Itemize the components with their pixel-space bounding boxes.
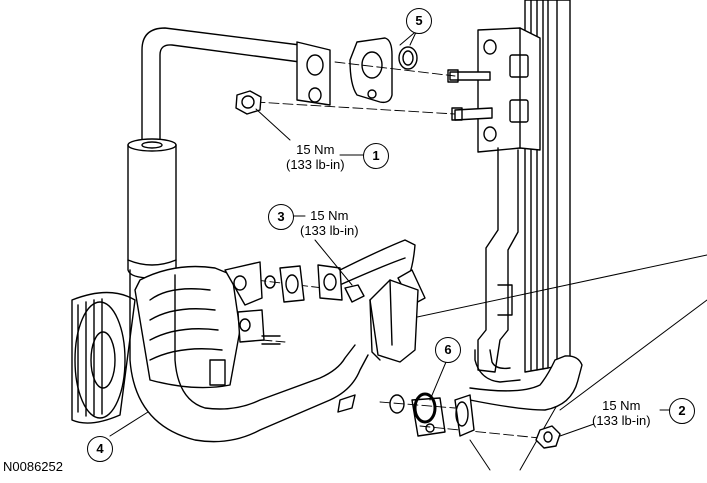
torque-1-nm: 15 Nm <box>296 142 335 157</box>
callout-6: 6 <box>435 337 461 363</box>
torque-label-2: 15 Nm (133 lb-in) <box>592 398 651 428</box>
torque-3-lbin: (133 lb-in) <box>300 223 359 238</box>
lower-right-line <box>454 349 583 449</box>
mounting-strap <box>477 147 519 373</box>
torque-1-lbin: (133 lb-in) <box>286 157 345 172</box>
torque-2-lbin: (133 lb-in) <box>592 413 651 428</box>
compressor <box>71 261 265 424</box>
leader-lines <box>109 27 677 437</box>
condenser-studs <box>447 69 493 121</box>
muffler <box>127 138 177 279</box>
torque-2-nm: 15 Nm <box>602 398 641 413</box>
lower-seals <box>389 392 446 437</box>
torque-label-1: 15 Nm (133 lb-in) <box>286 142 345 172</box>
torque-3-nm: 15 Nm <box>310 208 349 223</box>
callout-4: 4 <box>87 436 113 462</box>
callout-2: 2 <box>669 398 695 424</box>
compressor-fittings <box>261 264 365 345</box>
nut-upper <box>235 90 262 115</box>
callout-1: 1 <box>363 143 389 169</box>
gasket-upper <box>349 37 418 104</box>
alignment-lines <box>254 61 541 439</box>
callout-3: 3 <box>268 204 294 230</box>
accumulator <box>369 279 419 363</box>
lower-hose <box>129 269 369 443</box>
callout-5: 5 <box>406 8 432 34</box>
condenser-block <box>477 27 541 153</box>
figure-id: N0086252 <box>3 459 63 474</box>
torque-label-3: 15 Nm (133 lb-in) <box>300 208 359 238</box>
upper-line <box>141 27 331 141</box>
